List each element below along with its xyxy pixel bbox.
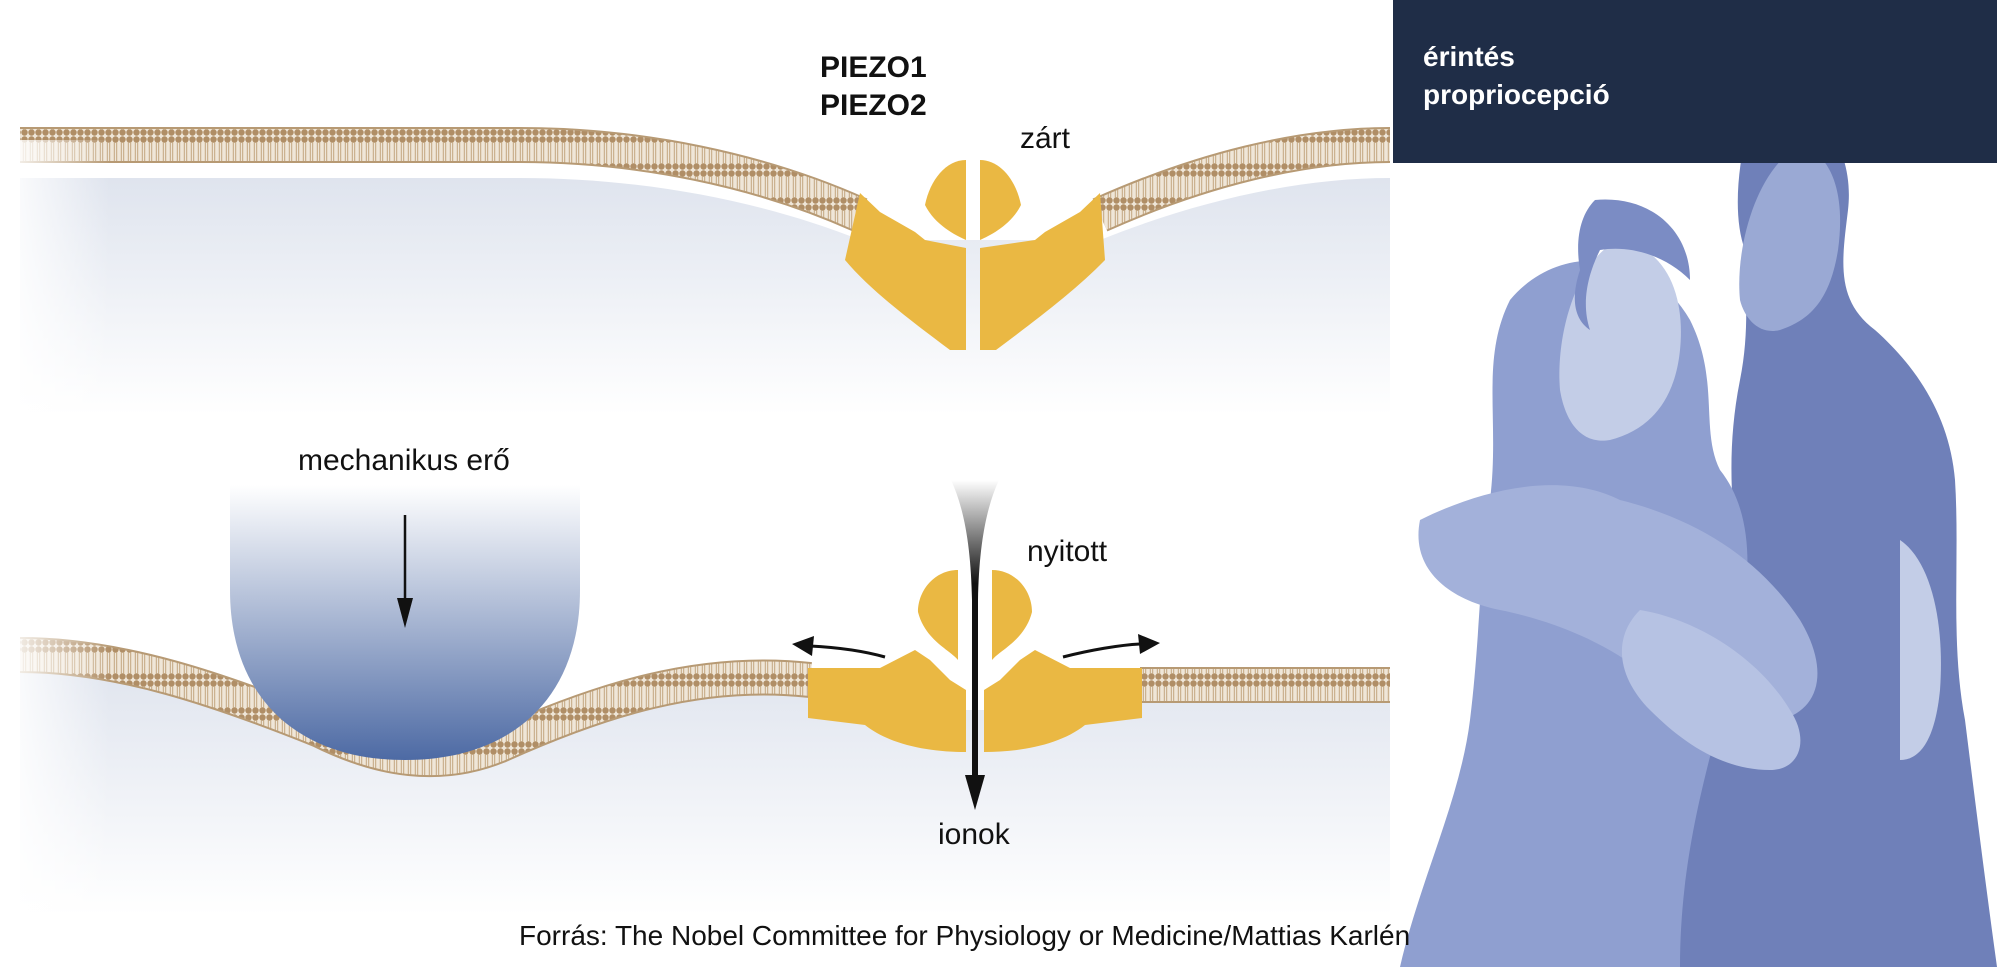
ions-label: ionok: [938, 818, 1010, 851]
ion-flow-needle: [951, 480, 999, 775]
arrow-left-icon: [792, 636, 886, 659]
closed-state-panel: [20, 127, 1391, 415]
open-state-panel: [19, 480, 1390, 915]
arrow-right-icon: [1062, 634, 1160, 659]
force-label: mechanikus erő: [298, 444, 510, 477]
open-state-label: nyitott: [1027, 535, 1108, 568]
arrow-down-icon: [397, 515, 413, 628]
hugging-people-silhouette: [1400, 84, 1997, 967]
closed-state-label: zárt: [1020, 122, 1071, 155]
banner-line-touch: érintés: [1423, 41, 1515, 72]
piezo-channel-open: [808, 570, 1142, 752]
banner-line-proprioception: propriocepció: [1423, 79, 1610, 110]
cell-interior-top: [20, 178, 1390, 415]
channel-name-piezo2: PIEZO2: [820, 89, 927, 122]
arrow-down-icon: [965, 775, 985, 810]
channel-name-piezo1: PIEZO1: [820, 51, 927, 84]
source-credit: Forrás: The Nobel Committee for Physiolo…: [519, 920, 1411, 951]
category-banner: [1393, 0, 1997, 163]
category-banner-text: érintés propriocepció: [1423, 38, 1610, 114]
left-edge-fade: [0, 140, 110, 940]
piezo-channel-closed: [845, 160, 1105, 350]
